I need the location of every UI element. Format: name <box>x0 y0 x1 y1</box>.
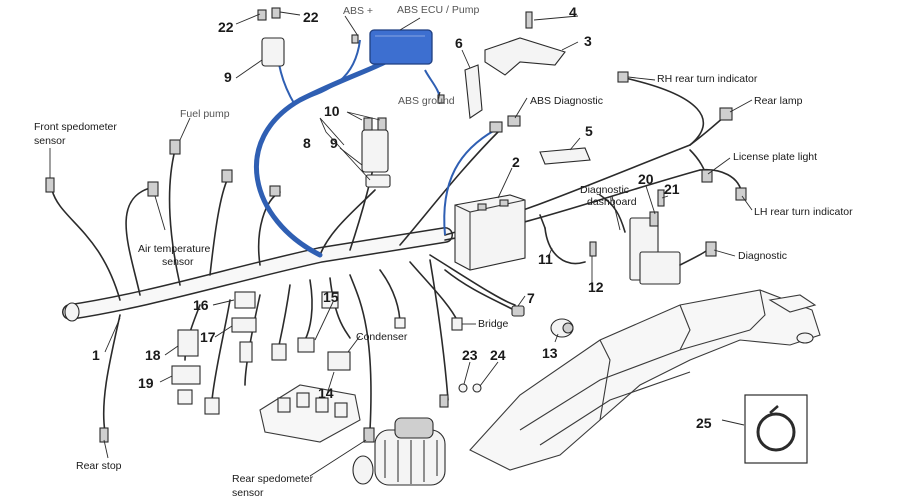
label-lh-rear-turn: LH rear turn indicator <box>754 206 853 218</box>
leader-lines <box>49 11 753 477</box>
label-fuel-pump: Fuel pump <box>180 108 230 120</box>
label-license-plate: License plate light <box>733 151 817 163</box>
part-number-22-right: 22 <box>303 9 319 25</box>
part-number-5: 5 <box>585 123 593 139</box>
component-4-screw <box>525 11 533 29</box>
label-rear-lamp: Rear lamp <box>754 95 803 107</box>
part-number-9-top: 9 <box>224 69 232 85</box>
label-abs-ecu: ABS ECU / Pump <box>397 4 479 16</box>
part-number-1: 1 <box>92 347 100 363</box>
part-numbers: 22 22 9 4 3 6 10 8 9 5 2 20 21 11 12 7 1… <box>92 4 712 431</box>
labels: ABS + ABS ECU / Pump ABS ground ABS Diag… <box>34 4 853 499</box>
component-6-clip <box>464 64 483 119</box>
part-number-11: 11 <box>538 251 553 267</box>
label-diagnostic: Diagnostic <box>738 250 787 262</box>
part-number-19: 19 <box>138 375 154 391</box>
component-25-clamp <box>744 394 808 464</box>
part-number-25: 25 <box>696 415 712 431</box>
label-air-temp-2: sensor <box>162 256 194 268</box>
part-number-13: 13 <box>542 345 558 361</box>
part-number-4: 4 <box>569 4 577 20</box>
part-number-15: 15 <box>323 289 339 305</box>
label-condenser: Condenser <box>356 331 408 343</box>
diagnostic-connectors <box>599 189 713 285</box>
label-rear-stop: Rear stop <box>76 460 122 472</box>
part-number-14: 14 <box>318 385 334 401</box>
part-number-20: 20 <box>638 171 654 187</box>
part-number-10: 10 <box>324 103 340 119</box>
label-abs-diagnostic: ABS Diagnostic <box>530 95 603 107</box>
component-11-cable <box>539 214 586 265</box>
label-front-speedo-1: Front spedometer <box>34 121 117 133</box>
part-number-12: 12 <box>588 279 604 295</box>
label-diag-dashboard-1: Diagnostic <box>580 184 629 196</box>
label-rear-speedo-2: sensor <box>232 487 264 499</box>
component-7-cable <box>444 269 525 317</box>
component-2-battery <box>454 194 526 271</box>
part-number-3: 3 <box>584 33 592 49</box>
component-3-bracket <box>484 37 566 76</box>
label-air-temp-1: Air temperature <box>138 243 211 255</box>
main-harness <box>62 77 743 322</box>
relay-base-plate <box>259 384 361 443</box>
starter-motor <box>352 417 446 486</box>
rear-subframe <box>469 289 821 471</box>
part-number-8: 8 <box>303 135 311 151</box>
part-number-17: 17 <box>200 329 216 345</box>
part-number-6: 6 <box>455 35 463 51</box>
harness-branches <box>51 129 516 433</box>
label-rh-rear-turn: RH rear turn indicator <box>657 73 758 85</box>
part-number-22-left: 22 <box>218 19 234 35</box>
label-diag-dashboard-2: dashboard <box>587 196 637 208</box>
component-5-plate <box>539 147 591 165</box>
part-number-23: 23 <box>462 347 478 363</box>
abs-ecu-box <box>369 29 433 65</box>
label-bridge: Bridge <box>478 318 509 330</box>
part-number-2: 2 <box>512 154 520 170</box>
small-connectors <box>45 34 747 443</box>
label-front-speedo-2: sensor <box>34 135 66 147</box>
component-13-relay <box>550 318 574 338</box>
label-abs-ground: ABS ground <box>398 95 455 107</box>
part-number-7: 7 <box>527 290 535 306</box>
part-number-24: 24 <box>490 347 506 363</box>
label-abs-plus: ABS + <box>343 5 373 17</box>
part-number-21: 21 <box>664 181 680 197</box>
component-9-10-22-connectors <box>257 7 391 188</box>
relays-left <box>171 291 463 415</box>
label-rear-speedo-1: Rear spedometer <box>232 473 314 485</box>
part-number-18: 18 <box>145 347 161 363</box>
part-number-9-mid: 9 <box>330 135 338 151</box>
part-number-16: 16 <box>193 297 209 313</box>
